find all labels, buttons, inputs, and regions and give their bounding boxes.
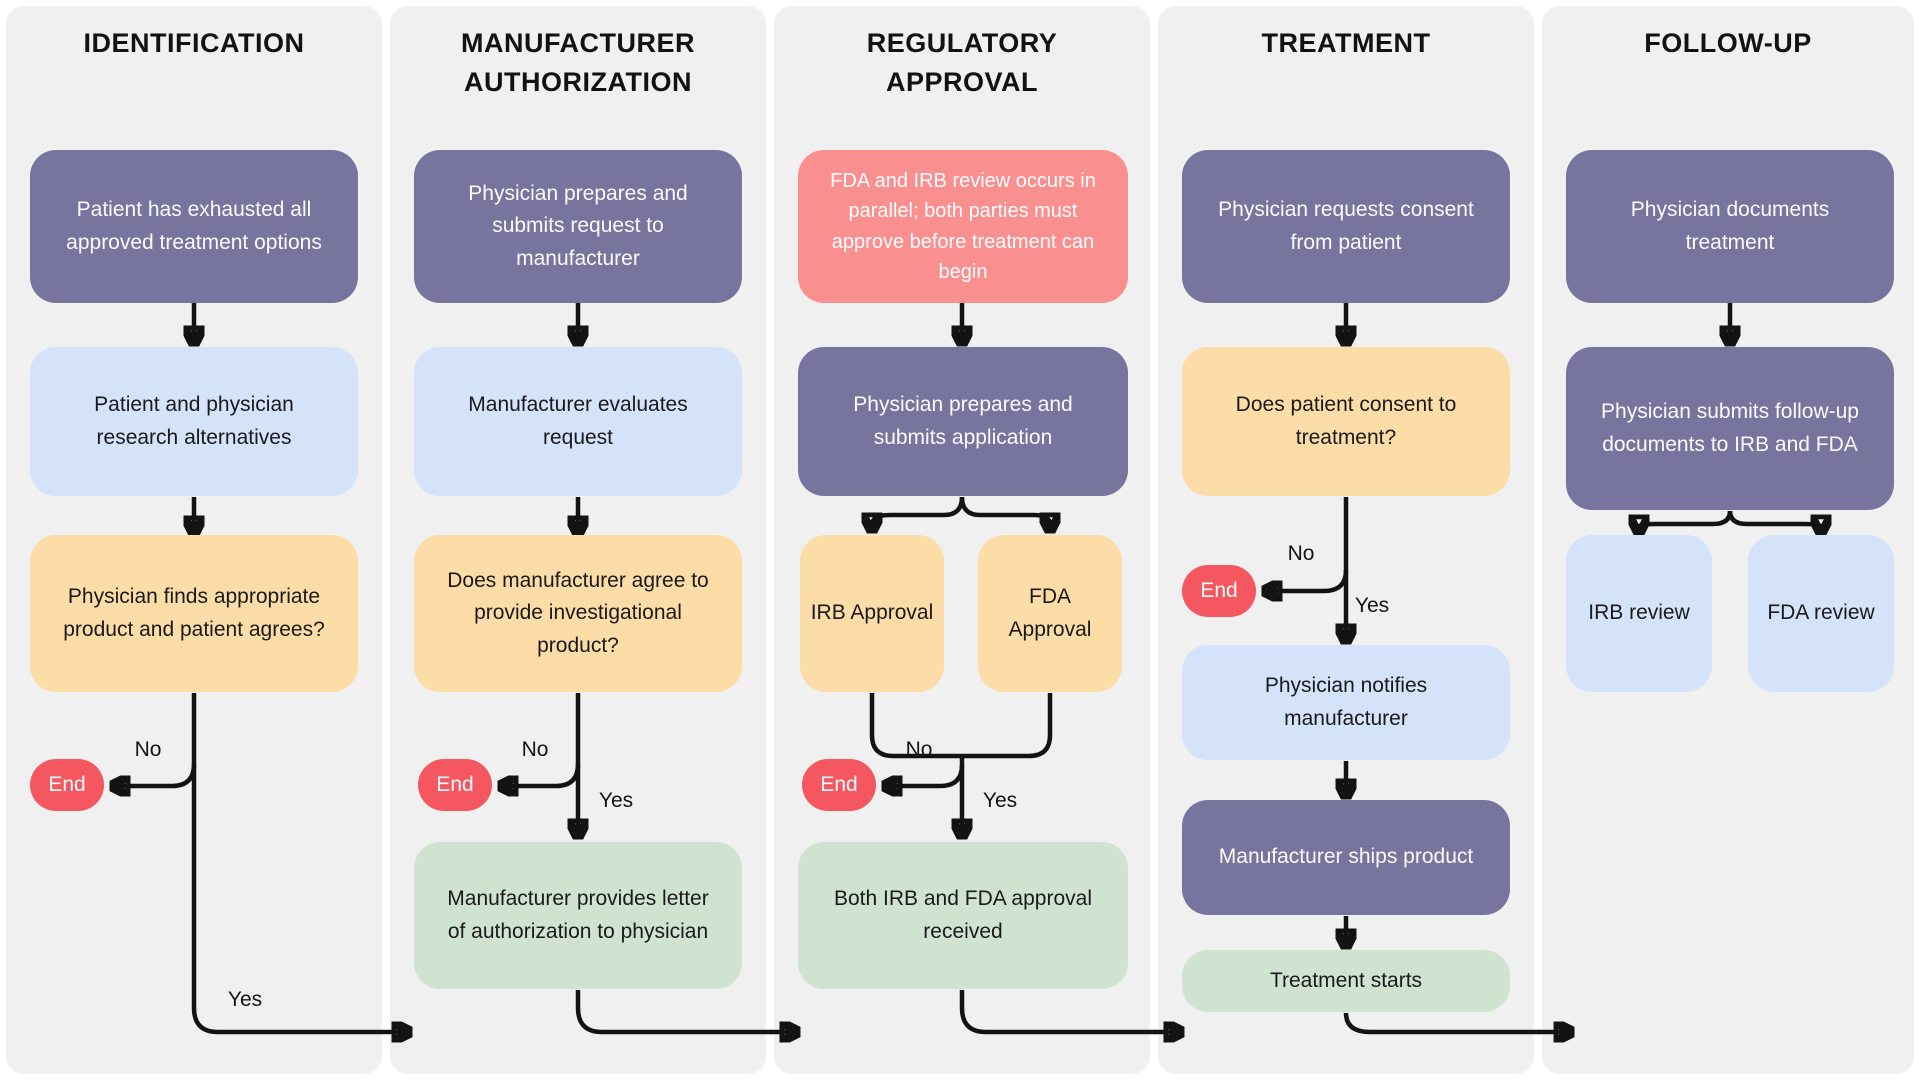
edge-label-no-treatment: No [1287, 542, 1315, 565]
node-both-approvals-received: Both IRB and FDA approval received [798, 842, 1128, 989]
node-text: Does manufacturer agree to provide inves… [447, 568, 709, 657]
edge-label-yes-identification: Yes [227, 988, 263, 1011]
end-pill-treatment: End [1182, 565, 1256, 617]
edge-label-yes-regulatory: Yes [982, 789, 1018, 812]
node-manufacturer-agrees: Does manufacturer agree to provide inves… [414, 535, 742, 692]
column-title-identification: IDENTIFICATION [83, 28, 305, 58]
node-text: Patient and physician research alternati… [94, 392, 294, 449]
node-notifies-manufacturer: Physician notifies manufacturer [1182, 645, 1510, 760]
node-text: FDA review [1767, 601, 1875, 625]
node-text: Patient has exhausted all approved treat… [66, 197, 322, 254]
edge-label-yes-manufacturer: Yes [598, 789, 634, 812]
node-text: Manufacturer provides letter of authoriz… [447, 886, 709, 943]
edge-label-no-manufacturer: No [521, 738, 549, 761]
end-pill-regulatory: End [802, 759, 876, 811]
node-text: Treatment starts [1269, 968, 1423, 992]
node-text: Physician documents treatment [1630, 197, 1830, 254]
node-text: Both IRB and FDA approval received [834, 886, 1092, 943]
end-pill-manufacturer: End [418, 759, 492, 811]
node-physician-finds-product: Physician finds appropriate product and … [30, 535, 358, 692]
node-text: Physician prepares and submits request t… [468, 181, 688, 270]
node-research-alternatives: Patient and physician research alternati… [30, 347, 358, 496]
node-text: Physician notifies manufacturer [1264, 673, 1428, 730]
node-manufacturer-evaluates: Manufacturer evaluates request [414, 347, 742, 496]
column-title-manufacturer-authorization: MANUFACTURER AUTHORIZATION [461, 28, 695, 98]
node-treatment-starts: Treatment starts [1182, 950, 1510, 1012]
node-documents-treatment: Physician documents treatment [1566, 150, 1894, 303]
end-pill-identification: End [30, 759, 104, 811]
node-submits-application: Physician prepares and submits applicati… [798, 347, 1128, 496]
edge-label-no-regulatory: No [905, 738, 933, 761]
node-text: Physician finds appropriate product and … [63, 584, 325, 641]
node-text: Manufacturer ships product [1218, 845, 1474, 869]
node-letter-of-authorization: Manufacturer provides letter of authoriz… [414, 842, 742, 989]
node-text: IRB review [1588, 601, 1690, 625]
node-text: Manufacturer evaluates request [468, 392, 688, 449]
node-text: Physician requests consent from patient [1218, 197, 1474, 254]
node-irb-approval: IRB Approval [800, 535, 944, 692]
edge-label-yes-treatment: Yes [1354, 594, 1390, 617]
node-text: FDA and IRB review occurs in parallel; b… [830, 169, 1096, 283]
node-submits-followup-docs: Physician submits follow-up documents to… [1566, 347, 1894, 510]
node-requests-consent: Physician requests consent from patient [1182, 150, 1510, 303]
node-patient-exhausted-options: Patient has exhausted all approved treat… [30, 150, 358, 303]
node-parallel-review-note: FDA and IRB review occurs in parallel; b… [798, 150, 1128, 303]
node-text: Physician submits follow-up documents to… [1601, 399, 1859, 456]
column-title-follow-up: FOLLOW-UP [1644, 28, 1812, 58]
node-text: FDA Approval [1008, 584, 1092, 641]
node-text: IRB Approval [810, 601, 934, 625]
node-irb-review: IRB review [1566, 535, 1712, 692]
column-title-regulatory-approval: REGULATORY APPROVAL [866, 28, 1058, 98]
edge-label-no-identification: No [134, 738, 162, 761]
node-text: Physician prepares and submits applicati… [853, 392, 1073, 449]
node-fda-review: FDA review [1748, 535, 1894, 692]
node-patient-consents: Does patient consent to treatment? [1182, 347, 1510, 496]
node-physician-submits-request: Physician prepares and submits request t… [414, 150, 742, 303]
column-title-treatment: TREATMENT [1261, 28, 1431, 58]
node-text: Does patient consent to treatment? [1235, 392, 1457, 449]
node-manufacturer-ships: Manufacturer ships product [1182, 800, 1510, 915]
node-fda-approval: FDA Approval [978, 535, 1122, 692]
